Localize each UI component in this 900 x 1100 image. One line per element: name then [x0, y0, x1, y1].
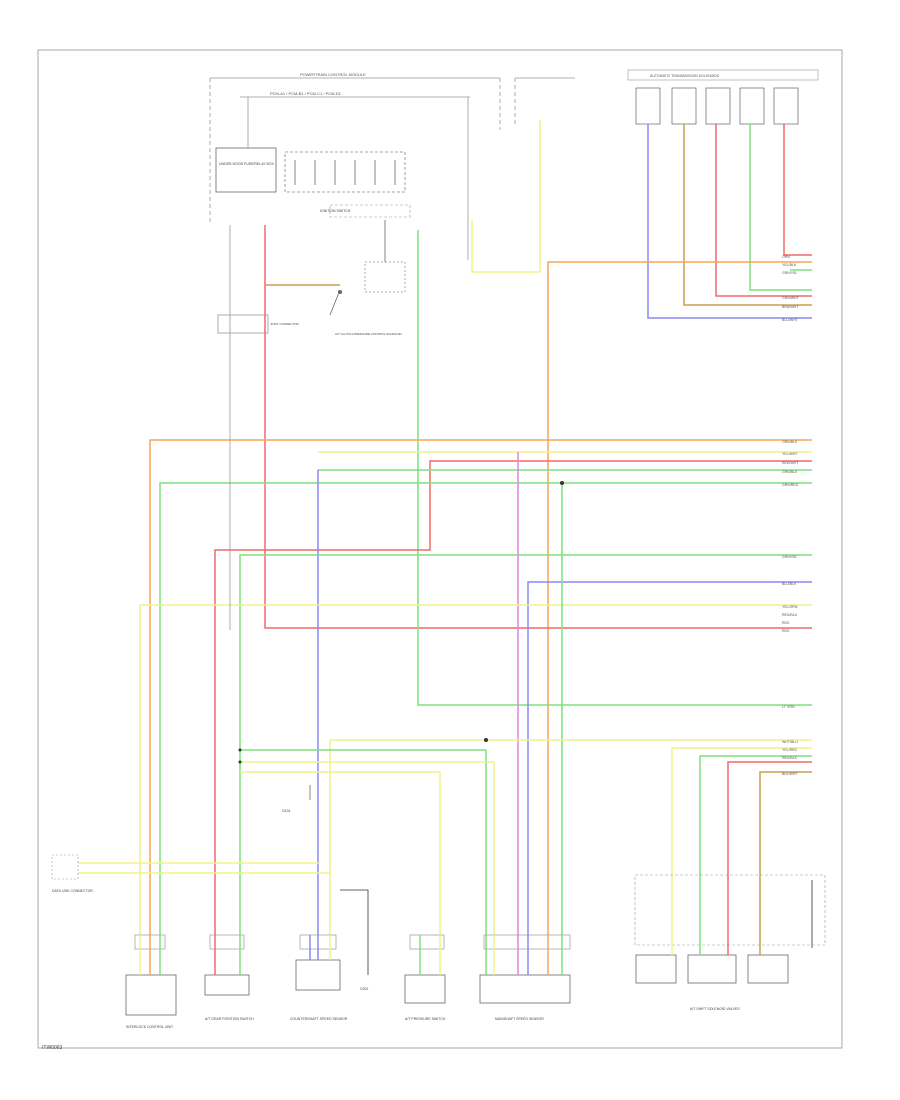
label-grnred: GRN/RED [782, 483, 799, 487]
wire-green-solenoid [749, 124, 812, 291]
wire-yellow-lower-2 [671, 747, 812, 880]
module-5-label: MAINSHAFT SPEED SENSOR [495, 1017, 544, 1021]
wire-red-bus [214, 460, 812, 948]
top-banner-line1: POWERTRAIN CONTROL MODULE [300, 72, 366, 77]
right-labels: ORN YEL/BLK GRN/YEL GRN/WHT BRN/WHT BLU/… [782, 255, 800, 776]
label-redblu: RED/BLU [782, 613, 798, 617]
fuse-box: UNDER-HOOD FUSE/RELAY BOX [215, 97, 469, 260]
wire-yellow-top [471, 120, 541, 273]
wire-orange-long [547, 261, 812, 948]
wire-yellow-lower [329, 739, 812, 948]
joint-connector: JOINT CONNECTOR [217, 314, 300, 334]
top-banner-line2: PCM-A1 / PCM-B1 / PCM-C1 / PCM-D1 [270, 91, 342, 96]
wire-green-mid [417, 230, 812, 706]
module-2-label: A/T GEAR POSITION SWITCH [205, 1017, 254, 1021]
ignition-label: IGNITION SWITCH [320, 209, 351, 213]
top-right-header: AUTOMATIC TRANSMISSION SOLENOIDS [650, 74, 720, 78]
label-blkwht: BLK/WHT [782, 772, 798, 776]
wire-black-gnd [340, 889, 369, 975]
bottom-modules: INTERLOCK CONTROL UNIT A/T GEAR POSITION… [125, 874, 826, 1029]
wire-green-lower [699, 755, 812, 880]
wire-red-lower [727, 761, 812, 880]
solenoid-connectors: AUTOMATIC TRANSMISSION SOLENOIDS [627, 69, 819, 125]
label-orn: ORN [782, 255, 790, 259]
data-link-connector: DATA LINK CONNECTOR [51, 854, 93, 893]
module-3-box [295, 959, 341, 991]
module-6-label: A/T SHIFT SOLENOID VALVES [690, 1007, 740, 1011]
left-module-box [125, 974, 177, 1016]
label-yelwht: YEL/WHT [782, 452, 798, 456]
label-blublk: BLU/BLK [782, 582, 797, 586]
wire-green-mod5 [240, 749, 487, 948]
module-4-box [404, 974, 446, 1004]
top-banner: POWERTRAIN CONTROL MODULE PCM-A1 / PCM-B… [209, 72, 575, 222]
left-module-label: INTERLOCK CONTROL UNIT [126, 1025, 174, 1029]
wire-blue-solenoid [647, 124, 812, 319]
wire-green-555 [239, 554, 812, 948]
joint-connector-label: JOINT CONNECTOR [270, 322, 300, 326]
fuse-box-label: UNDER-HOOD FUSE/RELAY BOX [219, 162, 275, 166]
wire-yellow-605 [139, 604, 812, 948]
wire-green-bus-2 [159, 482, 812, 948]
label-bluwht: BLU/WHT [782, 318, 799, 322]
label-ltgrn: LT GRN [782, 705, 795, 709]
ground-g201-label: G201 [360, 987, 369, 991]
module-4-label: A/T PRESSURE SWITCH [405, 1017, 446, 1021]
module-2-box [204, 974, 250, 996]
solenoid-a-box [635, 954, 677, 984]
ground-label: G101 [282, 809, 291, 813]
wire-yellow-mod5 [240, 761, 495, 948]
wire-yellow-mod4 [240, 771, 441, 948]
wires [78, 120, 813, 975]
ground-g101: G101 [282, 785, 311, 813]
label-grnblk: GRN/BLK [782, 470, 798, 474]
wire-orange-bus [149, 439, 812, 948]
wire-red-solenoid [715, 124, 812, 297]
label-whtblu: WHT/BLU [782, 740, 798, 744]
label-grnyel-2: GRN/YEL [782, 555, 797, 559]
solenoid-c-box [747, 954, 789, 984]
solenoid-b-box [687, 954, 737, 984]
diagram-frame [37, 49, 843, 1049]
wire-red-left [264, 225, 812, 629]
label-redwht: RED/WHT [782, 461, 799, 465]
label-yelred: YEL/RED [782, 748, 797, 752]
relay-label: A/T CLUTCH PRESSURE CONTROL SOLENOID [335, 332, 403, 336]
label-ornblk: ORN/BLK [782, 440, 798, 444]
relay-unit: A/T CLUTCH PRESSURE CONTROL SOLENOID [329, 220, 406, 336]
label-red-2: RED [782, 629, 790, 633]
lamp-left-label: DATA LINK CONNECTOR [52, 889, 93, 893]
label-grnyel-1: GRN/YEL [782, 271, 797, 275]
wire-red2-solenoid [783, 124, 812, 256]
footer-code: ITW0063 [42, 1045, 63, 1051]
label-red-1: RED [782, 621, 790, 625]
wire-tan-lower [759, 771, 812, 880]
label-redblk: RED/BLK [782, 756, 798, 760]
label-grnwht: GRN/WHT [782, 296, 800, 300]
module-5-box [479, 974, 571, 1004]
label-yelgrn: YEL/GRN [782, 605, 798, 609]
junction-dots [238, 481, 564, 764]
label-yelblk: YEL/BLK [782, 263, 797, 267]
wire-blue-585 [527, 581, 812, 948]
label-brnwht: BRN/WHT [782, 305, 799, 309]
connector-stubs [139, 880, 761, 975]
module-3-label: COUNTERSHAFT SPEED SENSOR [290, 1017, 348, 1021]
wire-tan-solenoid [683, 124, 812, 306]
ignition-switch: IGNITION SWITCH [284, 151, 411, 218]
